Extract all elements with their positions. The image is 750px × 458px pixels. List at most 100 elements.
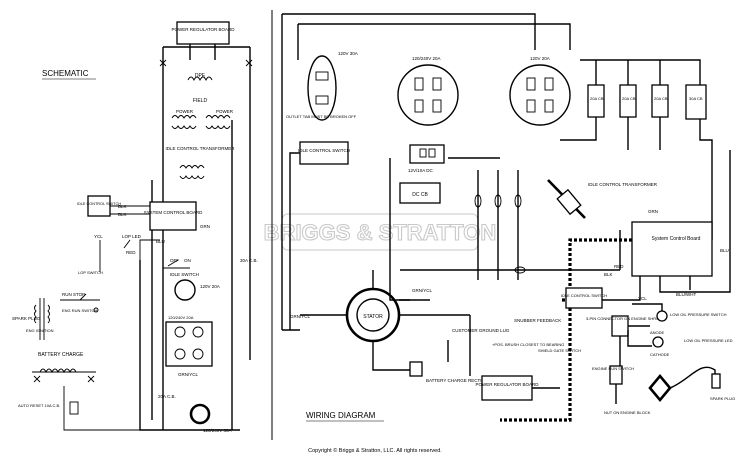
nut-engine-block-label: NUT ON ENGINE BLOCK bbox=[604, 410, 651, 415]
red-label: RED bbox=[126, 250, 136, 255]
power-right-label: POWER bbox=[216, 109, 234, 114]
system-control-board bbox=[631, 221, 713, 277]
cb-20a-1 bbox=[587, 84, 605, 118]
power-regulator-board-label: POWER REGULATOR BOARD bbox=[171, 27, 235, 32]
run-stop-label: RUN STOP bbox=[62, 292, 85, 297]
cb-20a-2-label: 20A CB bbox=[622, 96, 636, 101]
idle-control-switch-label: IDLE CONTROL SWITCH bbox=[77, 202, 121, 206]
blk1-label: BLK bbox=[118, 204, 127, 209]
stator-label: STATOR bbox=[363, 314, 383, 320]
auto-reset-label: AUTO RESET 10A C.B. bbox=[18, 403, 60, 408]
eng-run-switch-label: ENG RUN SWITCH bbox=[62, 308, 97, 313]
watermark-text: BRIGGS & STRATTON bbox=[264, 220, 497, 245]
outlet-120v-20a bbox=[509, 64, 571, 126]
outlet-120v-30a bbox=[307, 55, 337, 121]
spark-plug-label: SPARK PLUG bbox=[710, 396, 735, 401]
schematic-outlet-120-20 bbox=[174, 279, 196, 301]
dc-cb bbox=[399, 182, 441, 204]
idle-control-switch-box bbox=[87, 195, 111, 217]
spark-plug bbox=[711, 373, 721, 389]
dc-cb-label: DC CB bbox=[412, 192, 428, 198]
cb-30a bbox=[685, 84, 707, 120]
ignition-coil bbox=[648, 373, 672, 403]
grn-ycl-left-label: GRN/YCL bbox=[290, 314, 311, 319]
schematic-title: SCHEMATIC bbox=[42, 69, 89, 78]
outlet-120-240v-20a bbox=[397, 64, 459, 126]
dpe-label: DPE bbox=[195, 73, 206, 79]
lop-led-label: LOP LED bbox=[122, 234, 142, 239]
blk-label: BLK bbox=[604, 272, 613, 277]
low-oil-pressure-switch-label: LOW OIL PRESSURE SWITCH bbox=[670, 312, 727, 317]
idle-control-switch-label: IDLE CONTROL SWITCH bbox=[298, 148, 350, 153]
outlet-120v-30a-label: 120V 30A bbox=[338, 51, 358, 56]
off-label: OFF bbox=[170, 258, 179, 263]
outlet-120v-20a-label: 120V 20A bbox=[530, 56, 550, 61]
blu-label: BLU bbox=[156, 239, 165, 244]
cb-20a-3-label: 20A CB bbox=[654, 96, 668, 101]
power-regulator-board-label: POWER REGULATOR BOARD bbox=[475, 382, 539, 387]
cathode-label: CATHODE bbox=[650, 352, 670, 357]
grn-label: GRN bbox=[200, 224, 210, 229]
idle-control-transformer-label: IDLE CONTROL TRANSFORMER bbox=[165, 146, 235, 151]
schematic-grn-ycl-label: GRN/YCL bbox=[178, 372, 199, 377]
schematic-duplex-label: 120/240V 20A bbox=[168, 315, 194, 320]
pos-brush-label: +POS. BRUSH CLOSEST TO BEARING bbox=[492, 342, 564, 347]
schematic-outlet-120-240-30-label: 120/240V 30A bbox=[203, 428, 232, 433]
battery-charge-label: BATTERY CHARGE bbox=[38, 352, 84, 358]
wiring-title: WIRING DIAGRAM bbox=[306, 411, 376, 420]
watermark: BRIGGS & STRATTON bbox=[263, 213, 497, 251]
schematic-outlet-120-240-30 bbox=[189, 403, 211, 425]
anode-label: ANODE bbox=[650, 330, 665, 335]
red-label: RED bbox=[614, 264, 624, 269]
cb-20a-2 bbox=[619, 84, 637, 118]
schematic-outlet-120-20-label: 120V 20A bbox=[200, 284, 220, 289]
power-left-label: POWER bbox=[176, 109, 194, 114]
field-label: FIELD bbox=[193, 98, 208, 104]
cb-20a-1-label: 20A CB bbox=[590, 96, 604, 101]
on-label: ON bbox=[184, 258, 191, 263]
idle-control-switch-2-label: IDLE CONTROL SWITCH bbox=[561, 293, 607, 298]
blu-wht-label: BLU/WHT bbox=[676, 292, 697, 297]
system-control-board-box bbox=[149, 201, 197, 231]
cb-30a-label: 30A CB bbox=[689, 96, 703, 101]
low-oil-led-label: LOW OIL PRESSURE LED bbox=[684, 338, 733, 343]
idle-control-switch-2 bbox=[565, 287, 603, 309]
dc-outlet bbox=[409, 144, 445, 164]
grn-ycl-right-label: GRN/YCL bbox=[412, 288, 433, 293]
low-oil-pressure-switch bbox=[656, 310, 668, 322]
ycl-label: YCL bbox=[94, 234, 103, 239]
grn-label: GRN bbox=[648, 209, 658, 214]
wiring-panel: 120V 30A OUTLET TAB MUST BE BROKEN OFF 1… bbox=[281, 13, 735, 422]
idle-control-transformer bbox=[556, 188, 582, 216]
low-oil-led bbox=[652, 336, 664, 348]
schematic-panel: SCHEMATIC POWER REGULATOR BOARD DPE FIEL… bbox=[12, 21, 258, 433]
blu-label: BLU bbox=[720, 248, 729, 253]
dc-outlet-label: 12V/10A DC bbox=[408, 168, 434, 173]
cb-20a-3 bbox=[651, 84, 669, 118]
idle-control-switch bbox=[299, 141, 349, 165]
power-regulator-board bbox=[481, 375, 533, 401]
battery-charge-rectifier-label: BATTERY CHARGE RECTIFIER bbox=[426, 378, 493, 383]
idle-switch-label: IDLE SWITCH bbox=[170, 272, 199, 277]
spark-plug-label: SPARK PLUG bbox=[12, 316, 41, 321]
ycl-label: YCL bbox=[638, 296, 647, 301]
system-control-board-label: SYSTEM CONTROL BOARD bbox=[144, 210, 204, 215]
battery-charge-rectifier bbox=[409, 361, 423, 377]
schematic-30a-cb-label: 30A C.B. bbox=[240, 258, 258, 263]
power-regulator-board-box bbox=[176, 21, 230, 45]
outlet-tab-note: OUTLET TAB MUST BE BROKEN OFF bbox=[286, 114, 357, 119]
system-control-board-label: System Control Board bbox=[652, 236, 701, 242]
copyright-text: Copyright © Briggs & Stratton, LLC. All … bbox=[308, 447, 442, 454]
outlet-120-240v-20a-label: 120/240V 20A bbox=[412, 56, 441, 61]
lop-switch-label: LOP SWITCH bbox=[78, 270, 103, 275]
blk2-label: BLK bbox=[118, 212, 127, 217]
shield-gate-switch-label: SHIELD GATE SWITCH bbox=[538, 348, 581, 353]
engine-run-switch-label: ENGINE RUN SWITCH bbox=[592, 366, 634, 371]
schematic-20a-cb-label: 20A C.B. bbox=[158, 394, 176, 399]
pin-connector-label: 3-PIN CONNECTOR ON ENGINE SHROUD bbox=[586, 316, 665, 321]
snubber-feedback-label: SNUBBER FEEDBACK bbox=[514, 318, 561, 323]
customer-ground-lug-label: CUSTOMER GROUND LUG bbox=[452, 328, 510, 333]
schematic-duplex-outlet bbox=[165, 321, 213, 367]
idle-control-transformer-label: IDLE CONTROL TRANSFORMER bbox=[588, 182, 658, 187]
